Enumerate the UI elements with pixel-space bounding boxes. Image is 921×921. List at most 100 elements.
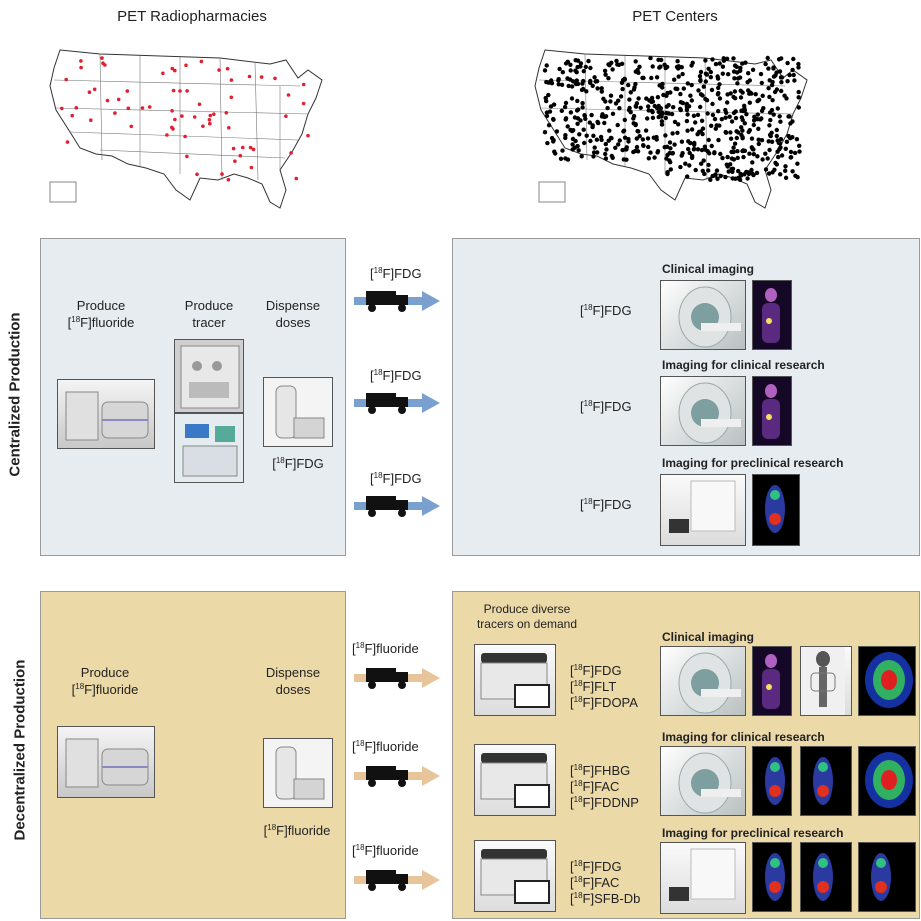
map-dot bbox=[706, 137, 711, 143]
map-dot bbox=[568, 62, 573, 67]
map-dot bbox=[672, 142, 677, 147]
map-dot bbox=[749, 91, 754, 96]
map-dot bbox=[544, 63, 549, 68]
map-dot bbox=[747, 151, 752, 156]
dose-synthesizer-image bbox=[174, 413, 244, 483]
map-dot bbox=[767, 147, 772, 153]
map-dot bbox=[732, 63, 738, 68]
map-dot bbox=[563, 61, 569, 66]
map-dot bbox=[227, 126, 231, 130]
map-dot bbox=[731, 69, 737, 74]
map-dot bbox=[664, 93, 669, 98]
map-dot bbox=[679, 139, 685, 144]
map-dot bbox=[217, 68, 221, 72]
pet-scan-image-d2-3 bbox=[858, 746, 916, 816]
map-dot bbox=[616, 62, 622, 67]
map-dot bbox=[755, 112, 760, 117]
map-dot bbox=[201, 124, 205, 128]
map-dot bbox=[60, 106, 64, 111]
map-dot bbox=[655, 95, 661, 100]
map-dot bbox=[783, 146, 788, 151]
map-dot bbox=[684, 105, 690, 110]
map-dot bbox=[670, 131, 675, 136]
map-dot bbox=[634, 136, 639, 141]
map-dot bbox=[208, 113, 213, 118]
map-dot bbox=[706, 168, 711, 173]
map-dot bbox=[771, 66, 776, 71]
map-dot bbox=[617, 106, 622, 111]
map-dot bbox=[251, 147, 256, 152]
map-dot bbox=[713, 173, 718, 178]
map-dot bbox=[783, 164, 788, 169]
map-dot bbox=[171, 88, 176, 93]
map-dot bbox=[712, 116, 718, 122]
map-dot bbox=[715, 74, 720, 79]
map-dot bbox=[728, 162, 733, 167]
map-dot bbox=[648, 150, 653, 155]
map-dot bbox=[727, 114, 732, 119]
map-dot bbox=[170, 109, 174, 113]
map-dot bbox=[738, 95, 744, 100]
map-dot bbox=[569, 84, 575, 89]
map-dot bbox=[558, 156, 564, 161]
map-dot bbox=[678, 106, 683, 112]
map-dot bbox=[301, 101, 306, 106]
map-dot bbox=[635, 149, 641, 154]
map-dot bbox=[765, 55, 770, 61]
map-dot bbox=[593, 79, 598, 84]
map-dot bbox=[672, 119, 678, 125]
map-dot bbox=[680, 71, 685, 77]
map-dot bbox=[656, 109, 661, 115]
map-dot bbox=[129, 124, 134, 129]
truck-arrow-c1 bbox=[352, 287, 442, 315]
map-dot bbox=[575, 143, 580, 149]
map-dot bbox=[744, 169, 749, 175]
map-dot bbox=[720, 64, 726, 69]
map-dot bbox=[631, 116, 636, 121]
section-title-d2: Imaging for clinical research bbox=[662, 730, 825, 744]
map-dot bbox=[666, 111, 671, 116]
map-dot bbox=[706, 66, 711, 71]
map-dot bbox=[750, 171, 755, 176]
map-dot bbox=[742, 121, 747, 126]
map-dot bbox=[734, 135, 739, 141]
map-dot bbox=[571, 128, 576, 133]
map-dot bbox=[649, 99, 654, 105]
map-dot bbox=[649, 75, 654, 81]
map-dot bbox=[584, 133, 589, 138]
map-dot bbox=[577, 132, 582, 137]
map-dot bbox=[574, 70, 579, 75]
map-dot bbox=[616, 142, 621, 147]
map-dot bbox=[792, 78, 797, 83]
map-dot bbox=[173, 117, 177, 122]
map-dot bbox=[599, 114, 605, 119]
map-dot bbox=[646, 156, 651, 161]
map-dot bbox=[756, 98, 761, 103]
map-dot bbox=[609, 153, 614, 159]
map-dot bbox=[610, 111, 616, 117]
section-title-c2: Imaging for clinical research bbox=[662, 358, 825, 372]
map-dot bbox=[556, 82, 561, 87]
map-dot bbox=[580, 105, 585, 110]
map-dot bbox=[739, 115, 744, 120]
map-dot bbox=[560, 70, 565, 75]
map-dot bbox=[74, 106, 79, 110]
map-dot bbox=[592, 75, 597, 80]
truck-arrow-d2 bbox=[352, 762, 442, 790]
us-map-pet-centers bbox=[534, 49, 808, 209]
map-dot bbox=[588, 78, 593, 84]
shipment-label-d2: [18F]fluoride bbox=[352, 739, 419, 754]
map-dot bbox=[675, 130, 680, 135]
map-dot bbox=[588, 65, 593, 71]
map-dot bbox=[746, 129, 751, 135]
tracer-label-c2: [18F]FDG bbox=[580, 399, 632, 414]
map-dot bbox=[695, 147, 701, 152]
map-dot bbox=[690, 153, 695, 159]
map-dot bbox=[753, 92, 758, 97]
map-dot bbox=[718, 173, 723, 179]
map-dot bbox=[680, 151, 685, 156]
map-dot bbox=[147, 105, 152, 109]
map-dot bbox=[631, 149, 636, 155]
map-dot bbox=[207, 118, 212, 122]
